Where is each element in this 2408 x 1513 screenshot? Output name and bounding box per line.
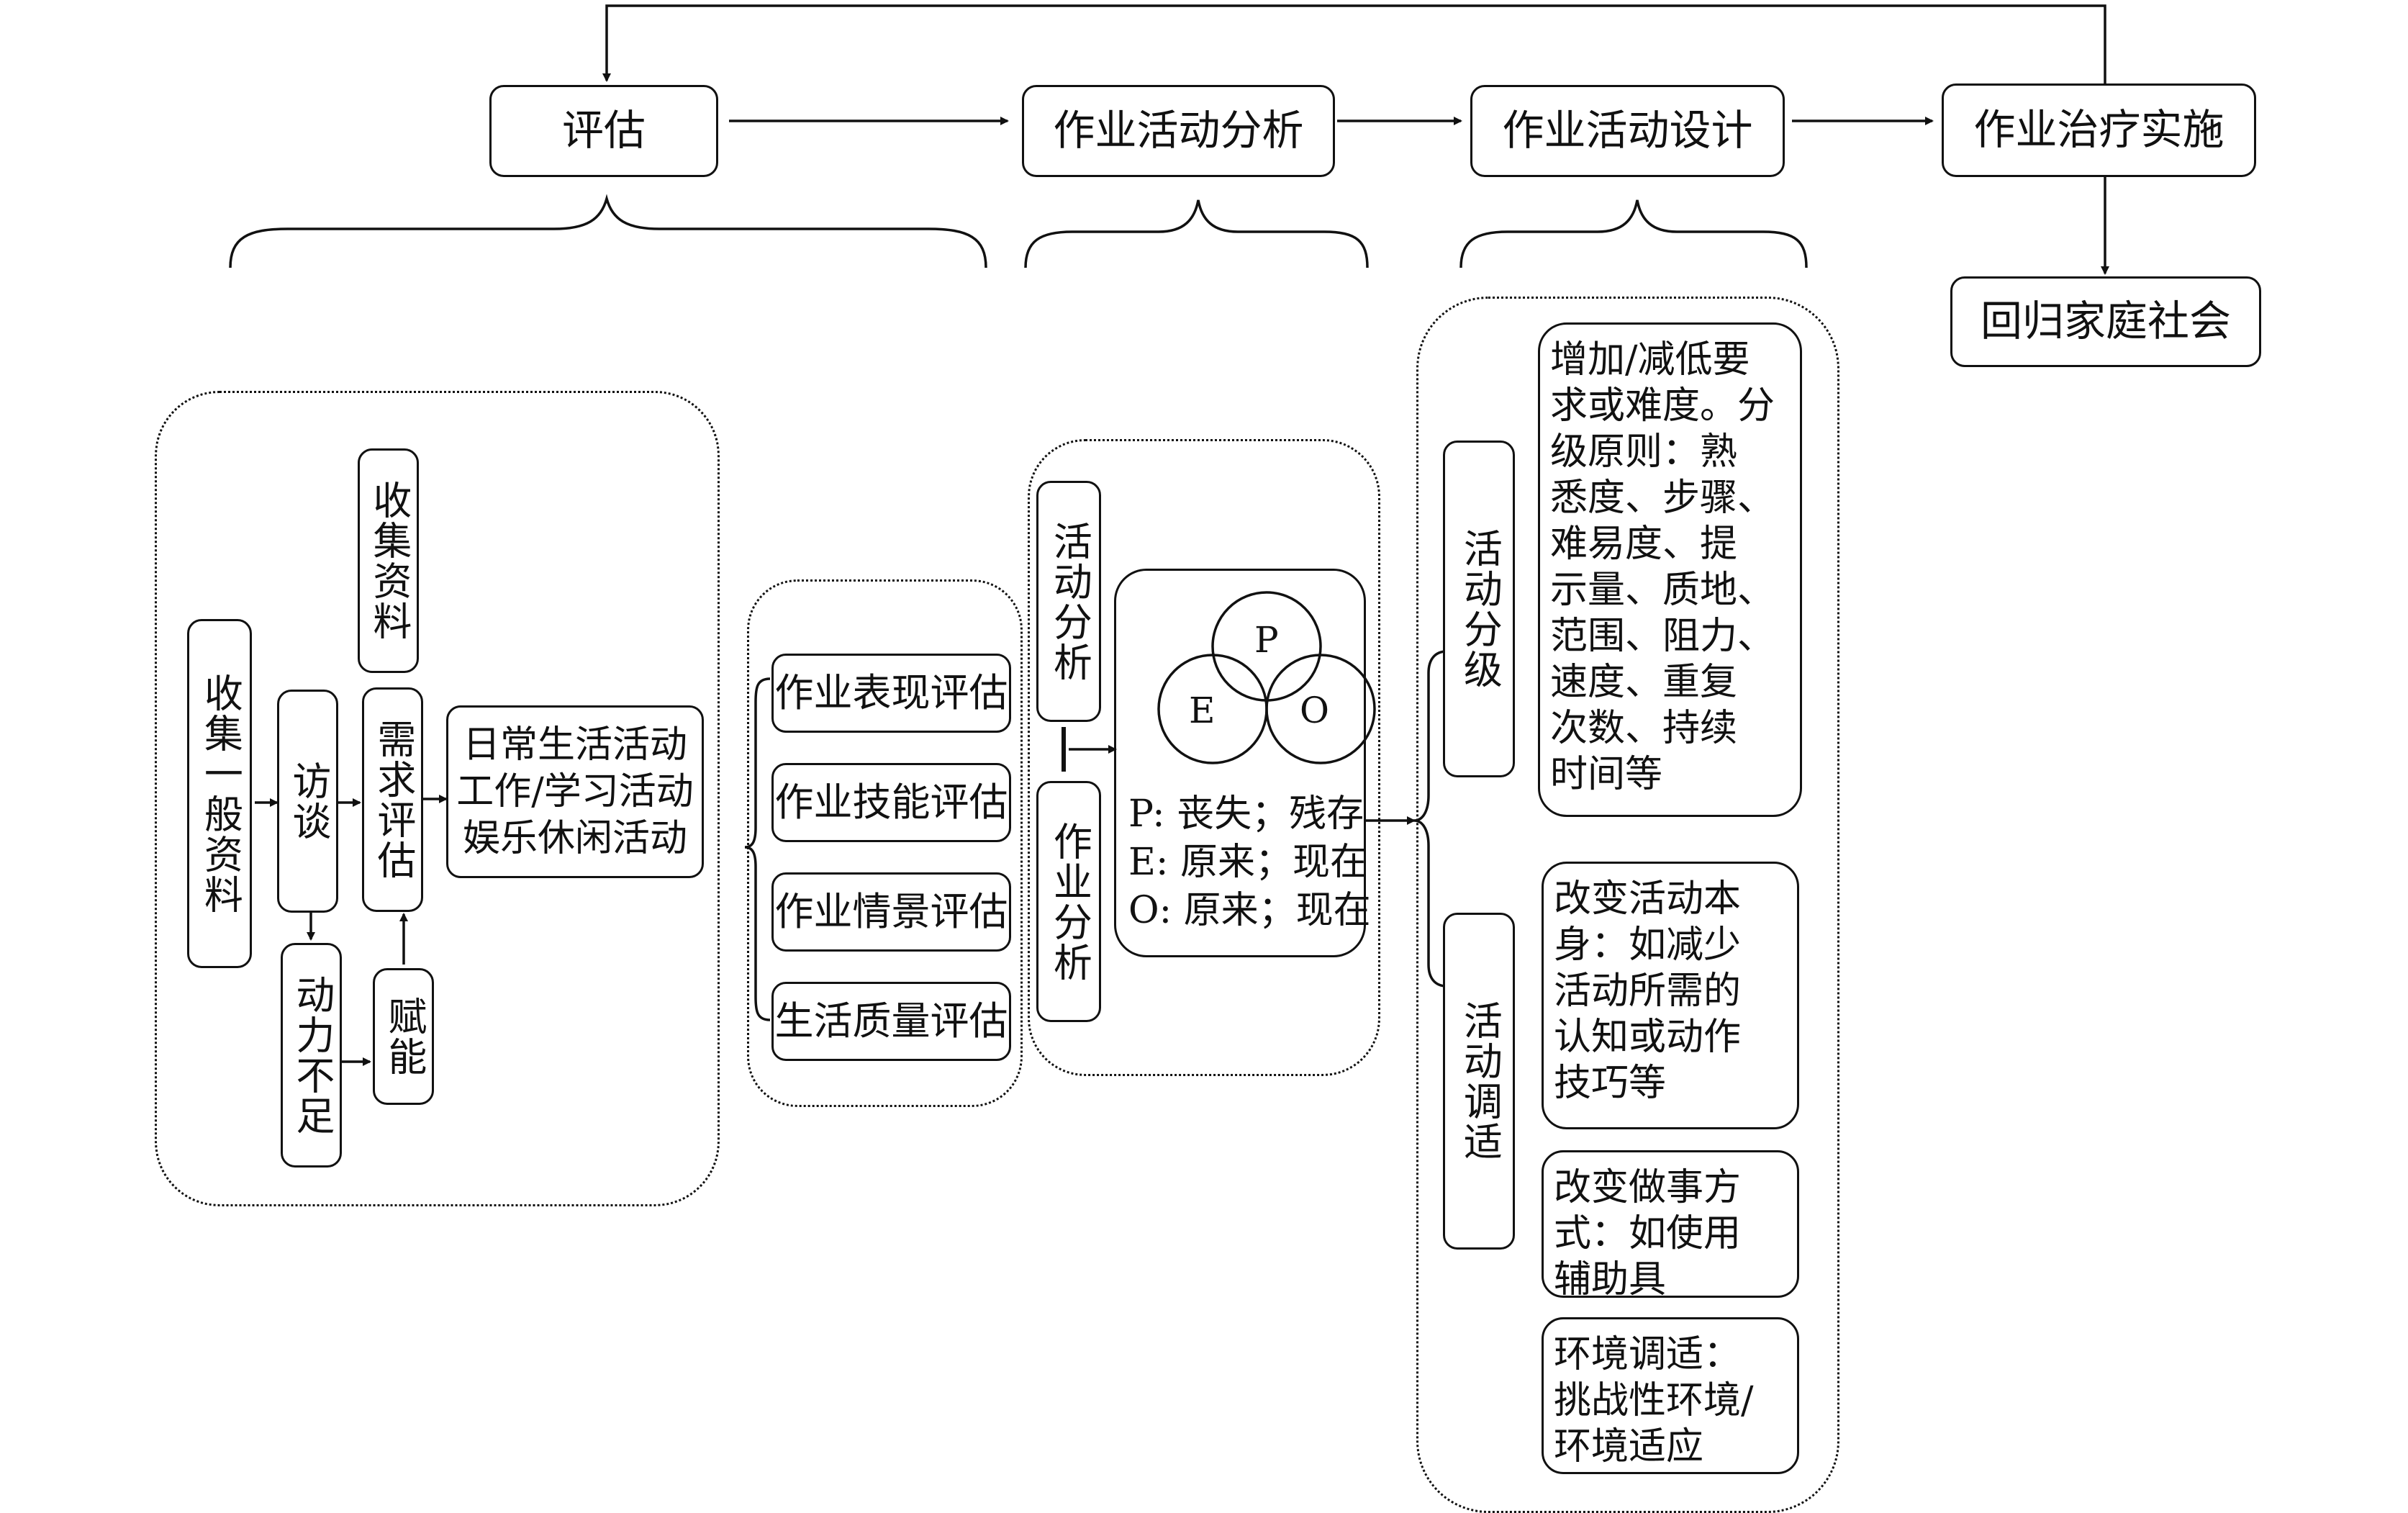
- brace-analysis: [1024, 199, 1369, 268]
- venn-label-o: O: [1300, 690, 1329, 731]
- step-implement: 作业治疗实施: [1942, 83, 2256, 177]
- adapt-activity-box: 改变活动本 身：如减少 活动所需的 认知或动作 技巧等: [1542, 862, 1799, 1129]
- interview-box: 访谈: [277, 690, 338, 913]
- adapt-method-box: 改变做事方 式：如使用 辅助具: [1542, 1150, 1799, 1301]
- grading-detail-box: 增加/减低要 求或难度。分 级原则：熟 悉度、步骤、 难易度、提 示量、质地、 …: [1538, 322, 1802, 817]
- activities-box: 日常生活活动 工作/学习活动 娱乐休闲活动: [446, 705, 704, 878]
- needs-assess-box: 需求评估: [362, 687, 423, 912]
- step-design: 作业活动设计: [1470, 85, 1785, 177]
- needs-assess-label: 需求评估: [370, 719, 416, 880]
- step-analysis: 作业活动分析: [1022, 85, 1335, 177]
- brace-assess: [229, 194, 987, 268]
- collect-data-label: 收集资料: [366, 480, 412, 641]
- brace-design: [1459, 199, 1808, 268]
- peo-line-e: E: 原来；现在: [1128, 841, 1368, 884]
- adapt-environment-box: 环境调适： 挑战性环境/ 环境适应: [1542, 1317, 1799, 1474]
- adapt-activity-text: 改变活动本 身：如减少 活动所需的 认知或动作 技巧等: [1554, 877, 1742, 1105]
- peo-box: [1114, 569, 1366, 957]
- activity-adl: 日常生活活动: [462, 723, 687, 767]
- step-assess: 评估: [489, 85, 718, 177]
- eval-quality-of-life-label: 生活质量评估: [774, 998, 1008, 1044]
- grading-box: 活动分级: [1443, 441, 1515, 777]
- lack-motivation-box: 动力不足: [281, 943, 342, 1168]
- eval-performance-label: 作业表现评估: [774, 669, 1008, 715]
- step-analysis-label: 作业活动分析: [1053, 106, 1304, 155]
- adaptation-label: 活动调适: [1457, 1001, 1503, 1162]
- analysis-group: [1028, 439, 1380, 1076]
- eval-skills-label: 作业技能评估: [774, 779, 1008, 825]
- assessment-group: [155, 391, 720, 1206]
- bracket-design: [1413, 650, 1447, 988]
- activity-leisure: 娱乐休闲活动: [462, 816, 687, 860]
- occupation-analysis-box: 作业分析: [1036, 781, 1101, 1022]
- eval-skills: 作业技能评估: [771, 763, 1011, 842]
- eval-context: 作业情景评估: [771, 872, 1011, 952]
- activity-analysis-box: 活动分析: [1036, 481, 1101, 722]
- lack-motivation-label: 动力不足: [289, 975, 335, 1136]
- venn-label-p: P: [1254, 619, 1279, 661]
- step-return-label: 回归家庭社会: [1980, 297, 2231, 346]
- empower-label: 赋能: [381, 996, 427, 1077]
- peo-line-p: P: 丧失；残存: [1128, 792, 1364, 836]
- grading-label: 活动分级: [1457, 528, 1503, 690]
- adaptation-box: 活动调适: [1443, 913, 1515, 1250]
- evaluation-group: [747, 579, 1023, 1107]
- step-return: 回归家庭社会: [1950, 276, 2261, 367]
- collect-general-label: 收集一般资料: [197, 672, 243, 915]
- eval-performance: 作业表现评估: [771, 654, 1011, 733]
- collect-data-box: 收集资料: [358, 448, 419, 673]
- peo-line-o: O: 原来；现在: [1128, 889, 1371, 932]
- step-implement-label: 作业治疗实施: [1973, 105, 2224, 155]
- bracket-evaluations: [744, 677, 771, 1021]
- collect-general-box: 收集一般资料: [187, 619, 252, 968]
- design-group: [1416, 297, 1839, 1513]
- step-design-label: 作业活动设计: [1502, 106, 1753, 155]
- grading-detail-text: 增加/减低要 求或难度。分 级原则：熟 悉度、步骤、 难易度、提 示量、质地、 …: [1550, 338, 1775, 796]
- eval-quality-of-life: 生活质量评估: [771, 982, 1011, 1061]
- venn-label-e: E: [1189, 690, 1216, 731]
- feedback-arrow: [602, 4, 2106, 127]
- occupation-analysis-label: 作业分析: [1046, 821, 1092, 983]
- interview-label: 访谈: [285, 761, 331, 841]
- step-assess-label: 评估: [561, 106, 646, 155]
- empower-box: 赋能: [373, 968, 434, 1105]
- eval-context-label: 作业情景评估: [774, 888, 1008, 934]
- adapt-method-text: 改变做事方 式：如使用 辅助具: [1554, 1166, 1742, 1301]
- venn-circle-o: [1265, 654, 1376, 764]
- adapt-environment-text: 环境调适： 挑战性环境/ 环境适应: [1554, 1333, 1754, 1468]
- activity-work-study: 工作/学习活动: [456, 769, 694, 813]
- activity-analysis-label: 活动分析: [1046, 520, 1092, 682]
